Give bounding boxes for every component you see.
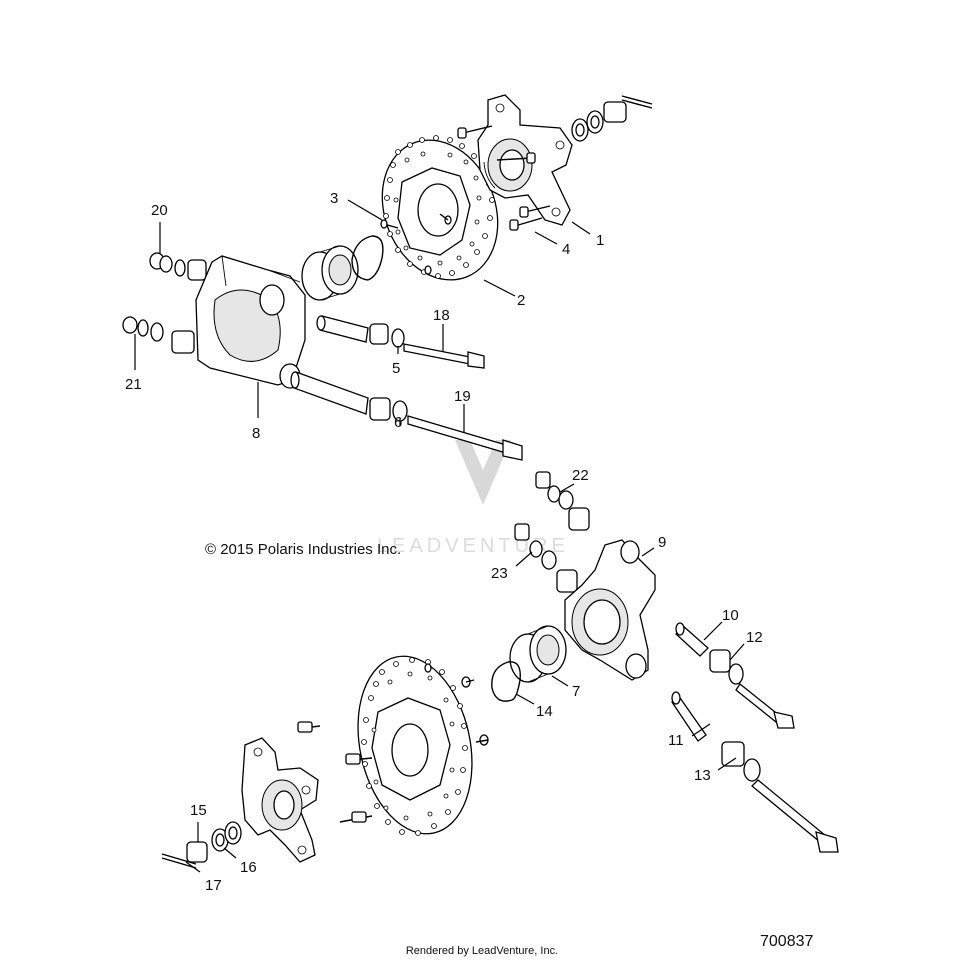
callout-3: 3: [330, 190, 383, 221]
svg-text:19: 19: [454, 388, 471, 405]
svg-text:9: 9: [658, 534, 666, 551]
svg-text:2: 2: [517, 292, 525, 309]
lower-right-bolt: [751, 779, 839, 853]
part-15-castle-nut: [186, 841, 208, 863]
part-18-bolt: [403, 343, 485, 369]
diagram-number: 700837: [760, 933, 814, 950]
callout-2: 2: [483, 279, 525, 309]
svg-text:20: 20: [151, 202, 168, 219]
part-7-bearing: [509, 625, 567, 683]
callout-11: 11: [668, 723, 711, 749]
callout-5: 5: [392, 346, 400, 377]
callout-20: 20: [151, 202, 168, 254]
callout-22: 22: [559, 467, 589, 493]
part-16-washers: [211, 821, 242, 852]
callout-21: 21: [125, 334, 142, 393]
callout-14: 14: [515, 693, 553, 720]
part-1-wheel-hub: [477, 94, 573, 226]
part-2-brake-rotor: [381, 135, 499, 281]
upper-washers-nut-pin: [571, 95, 653, 142]
part-14-snap-ring: [491, 661, 521, 702]
part-17-cotter-pin: [161, 853, 197, 869]
part-10-pin: [675, 622, 709, 657]
rotor-bolts-upper: [424, 213, 452, 275]
callout-17: 17: [185, 861, 222, 894]
lower-wheel-studs: [297, 721, 373, 823]
svg-text:15: 15: [190, 802, 207, 819]
lower-brake-rotor: [357, 655, 473, 836]
svg-text:1: 1: [596, 232, 604, 249]
part-3-rotor-bolt: [380, 219, 399, 229]
svg-text:5: 5: [392, 360, 400, 377]
callout-10: 10: [703, 607, 739, 641]
callout-4: 4: [534, 231, 570, 258]
svg-text:23: 23: [491, 565, 508, 582]
callout-18: 18: [433, 307, 450, 352]
upper-bearing: [301, 245, 359, 301]
svg-text:6: 6: [394, 414, 402, 431]
callout-16: 16: [223, 847, 257, 876]
part-9-knuckle-housing: [564, 539, 656, 681]
svg-text:13: 13: [694, 767, 711, 784]
watermark-logo: [455, 440, 511, 505]
callout-12: 12: [729, 629, 763, 661]
svg-text:14: 14: [536, 703, 553, 720]
svg-text:22: 22: [572, 467, 589, 484]
part-20-bushing-set: [149, 252, 207, 281]
callout-7: 7: [551, 675, 580, 700]
upper-shaft-bushings: [316, 315, 405, 348]
part-8-knuckle-housing: [195, 255, 306, 389]
svg-text:3: 3: [330, 190, 338, 207]
upper-right-bolt: [735, 683, 795, 729]
svg-text:7: 7: [572, 683, 580, 700]
svg-text:16: 16: [240, 859, 257, 876]
callout-8: 8: [252, 382, 260, 442]
callout-15: 15: [190, 802, 207, 842]
lower-wheel-hub: [241, 737, 319, 863]
part-11-pin: [671, 691, 707, 742]
callout-9: 9: [641, 534, 666, 557]
lower-rotor-bolts: [424, 663, 489, 746]
part-19-bolt: [407, 415, 523, 461]
callout-23: 23: [491, 551, 533, 582]
svg-text:10: 10: [722, 607, 739, 624]
svg-text:11: 11: [668, 732, 684, 749]
rendered-by-footer: Rendered by LeadVenture, Inc.: [405, 945, 559, 957]
svg-text:18: 18: [433, 307, 450, 324]
part-12-bushing: [709, 649, 744, 685]
part-23-bushing-set: [514, 523, 578, 593]
svg-text:21: 21: [125, 376, 142, 393]
lower-shaft-bushings: [290, 371, 408, 422]
callout-1: 1: [571, 221, 604, 249]
callout-19: 19: [454, 388, 471, 432]
svg-text:8: 8: [252, 425, 260, 442]
copyright-notice: © 2015 Polaris Industries Inc.: [205, 541, 402, 558]
svg-text:12: 12: [746, 629, 763, 646]
svg-text:17: 17: [205, 877, 222, 894]
part-13-bushing: [721, 741, 761, 782]
part-21-bushing-set: [122, 316, 195, 354]
callout-6: 6: [394, 414, 402, 431]
svg-text:4: 4: [562, 241, 570, 258]
upper-snap-ring: [351, 235, 384, 281]
part-4-wheel-studs: [457, 125, 551, 231]
part-22-bushing-set: [535, 471, 590, 531]
callout-13: 13: [694, 757, 737, 784]
